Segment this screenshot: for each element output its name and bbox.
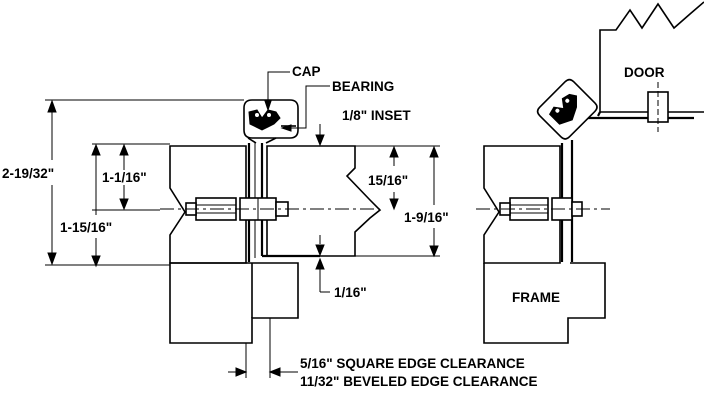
dim-door-upper: 15/16" <box>368 173 408 188</box>
dim-bottom: 1/16" <box>334 285 367 300</box>
dim-upper-left: 1-1/16" <box>102 170 147 185</box>
label-frame: FRAME <box>512 290 560 305</box>
clearance-square: 5/16" SQUARE EDGE CLEARANCE <box>300 356 525 371</box>
left-hinge-assembly <box>160 99 382 344</box>
label-bearing: BEARING <box>332 79 394 94</box>
dim-door-total: 1-9/16" <box>404 210 449 225</box>
label-door: DOOR <box>624 65 665 80</box>
dim-overall: 2-19/32" <box>2 166 54 181</box>
label-cap: CAP <box>292 64 321 79</box>
dimension-lines <box>45 71 440 378</box>
frame-left-jamb <box>169 145 247 264</box>
door-left-leaf <box>266 145 382 257</box>
clearance-beveled: 11/32" BEVELED EDGE CLEARANCE <box>300 374 537 389</box>
dim-lower-left: 1-15/16" <box>60 220 112 235</box>
frame-right-stop <box>483 262 606 344</box>
right-hinge-assembly <box>476 1 704 344</box>
door-right-leaf <box>599 1 704 112</box>
label-inset: 1/8" INSET <box>342 108 411 123</box>
frame-left-stop <box>169 262 299 344</box>
frame-right-jamb <box>483 145 561 264</box>
